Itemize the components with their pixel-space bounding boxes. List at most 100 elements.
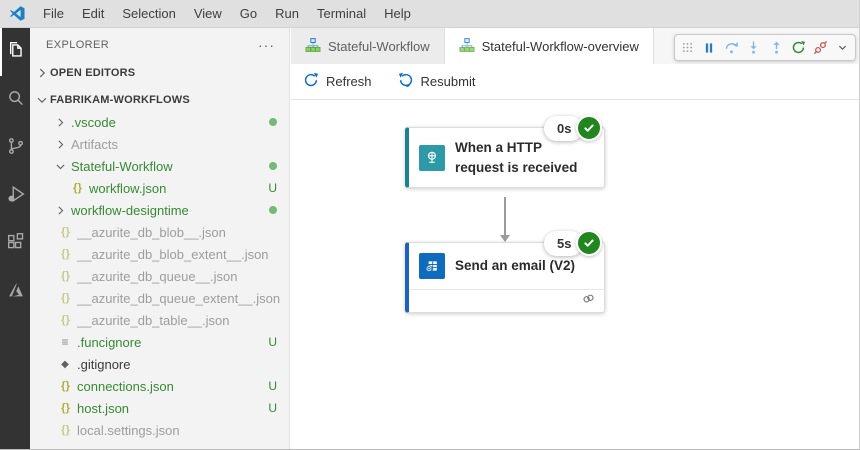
chevron-right-icon: [52, 116, 68, 129]
more-actions-icon[interactable]: ···: [258, 37, 275, 53]
menu-run[interactable]: Run: [275, 5, 299, 21]
json-file-icon: { }: [61, 292, 70, 304]
section-root-folder[interactable]: FABRIKAM-WORKFLOWS: [30, 89, 289, 111]
tree-item-label: workflow-designtime: [71, 202, 189, 218]
tree-item-label: Artifacts: [71, 136, 118, 152]
tree-item-funcignore[interactable]: ≡ .funcignore U: [30, 331, 289, 353]
resubmit-label: Resubmit: [420, 74, 476, 89]
menu-go[interactable]: Go: [239, 5, 258, 21]
node-footer: [409, 289, 604, 312]
explorer-sidebar: EXPLORER ··· OPEN EDITORS FABRIKAM-WORKF…: [30, 28, 290, 449]
tree-item-azurite-queue[interactable]: { } __azurite_db_queue__.json: [30, 265, 289, 287]
tree-item-azurite-queue-extent[interactable]: { } __azurite_db_queue_extent__.json: [30, 287, 289, 309]
git-file-icon: ◆: [61, 358, 69, 370]
node-title: Send an email (V2): [455, 258, 576, 274]
menu-terminal[interactable]: Terminal: [317, 5, 367, 21]
tree-item-label: Stateful-Workflow: [71, 158, 173, 174]
json-file-icon: { }: [73, 182, 82, 194]
connections-link-icon[interactable]: [581, 291, 596, 311]
vscode-logo-icon: [9, 5, 26, 22]
resubmit-button[interactable]: Resubmit: [398, 72, 476, 91]
json-file-icon: { }: [61, 226, 70, 238]
extensions-icon: [5, 231, 27, 258]
tree-item-workflow-designtime[interactable]: workflow-designtime: [30, 199, 289, 221]
tree-item-local-settings-json[interactable]: { } local.settings.json: [30, 419, 289, 441]
tree-item-azurite-table[interactable]: { } __azurite_db_table__.json: [30, 309, 289, 331]
disconnect-icon[interactable]: [811, 36, 831, 60]
title-bar: File Edit Selection View Go Run Terminal…: [0, 0, 859, 28]
tab-stateful-workflow[interactable]: Stateful-Workflow: [291, 28, 445, 64]
tree-item-label: __azurite_db_queue_extent__.json: [77, 290, 281, 306]
http-request-icon: [419, 144, 445, 171]
tree-item-label: __azurite_db_blob__.json: [77, 224, 226, 240]
tree-item-label: connections.json: [77, 378, 174, 394]
tree-item-label: host.json: [77, 400, 130, 416]
files-icon: [5, 39, 27, 66]
tree-item-stateful-workflow[interactable]: Stateful-Workflow: [30, 155, 289, 177]
tree-item-label: workflow.json: [89, 180, 167, 196]
tree-item-connections-json[interactable]: { } connections.json U: [30, 375, 289, 397]
activity-search[interactable]: [0, 76, 30, 124]
section-open-editors[interactable]: OPEN EDITORS: [30, 62, 289, 84]
tab-label: Stateful-Workflow-overview: [481, 38, 639, 54]
tree-item-label: __azurite_db_queue__.json: [77, 268, 238, 284]
step-into-icon[interactable]: [744, 36, 764, 60]
duration-pill: 5s: [544, 230, 584, 256]
untracked-badge: U: [268, 181, 277, 195]
workflow-canvas: When a HTTP request is received 0s Send …: [291, 100, 859, 449]
json-file-icon: { }: [61, 248, 70, 260]
json-file-icon: { }: [61, 402, 70, 414]
debug-icon: [5, 183, 27, 210]
refresh-label: Refresh: [326, 74, 372, 89]
tree-item-label: .funcignore: [77, 334, 142, 350]
resubmit-icon: [398, 72, 414, 91]
sidebar-header: EXPLORER ···: [30, 28, 289, 62]
tree-item-workflow-json[interactable]: { } workflow.json U: [30, 177, 289, 199]
tree-item-host-json[interactable]: { } host.json U: [30, 397, 289, 419]
activity-explorer[interactable]: [0, 28, 30, 76]
run-status-badge: 0s: [544, 115, 603, 141]
json-file-icon: { }: [61, 314, 70, 326]
menu-view[interactable]: View: [193, 5, 222, 21]
json-file-icon: { }: [61, 270, 70, 282]
run-status-badge: 5s: [544, 230, 603, 256]
activity-source-control[interactable]: [0, 124, 30, 172]
refresh-button[interactable]: Refresh: [303, 72, 372, 91]
tree-item-vscode[interactable]: .vscode: [30, 111, 289, 133]
connector-arrow: [500, 197, 510, 242]
menu-selection[interactable]: Selection: [122, 5, 176, 21]
step-out-icon[interactable]: [766, 36, 786, 60]
chevron-down-icon[interactable]: [833, 36, 853, 60]
modified-dot-badge: [269, 118, 277, 126]
activity-run-debug[interactable]: [0, 172, 30, 220]
activity-bar: [0, 28, 30, 449]
chevron-right-icon: [34, 66, 50, 80]
gripper-icon[interactable]: [677, 36, 697, 60]
tree-item-azurite-blob-extent[interactable]: { } __azurite_db_blob_extent__.json: [30, 243, 289, 265]
tree-item-artifacts[interactable]: Artifacts: [30, 133, 289, 155]
tab-stateful-workflow-overview[interactable]: Stateful-Workflow-overview: [444, 28, 654, 64]
menu-help[interactable]: Help: [384, 5, 411, 21]
step-over-icon[interactable]: [722, 36, 742, 60]
modified-dot-badge: [269, 162, 277, 170]
text-file-icon: ≡: [61, 335, 69, 349]
tree-item-gitignore[interactable]: ◆ .gitignore: [30, 353, 289, 375]
workflow-icon: [305, 37, 321, 56]
menu-file[interactable]: File: [43, 5, 64, 21]
untracked-badge: U: [268, 379, 277, 393]
activity-extensions[interactable]: [0, 220, 30, 268]
chevron-right-icon: [52, 204, 68, 217]
modified-dot-badge: [269, 206, 277, 214]
pause-icon[interactable]: [699, 36, 719, 60]
restart-icon[interactable]: [788, 36, 808, 60]
menu-edit[interactable]: Edit: [81, 5, 105, 21]
sidebar-title: EXPLORER: [46, 39, 110, 51]
tab-label: Stateful-Workflow: [328, 38, 430, 54]
activity-azure[interactable]: [0, 268, 30, 316]
tree-item-azurite-blob[interactable]: { } __azurite_db_blob__.json: [30, 221, 289, 243]
chevron-right-icon: [52, 138, 68, 151]
node-title: When a HTTP request is received: [455, 140, 578, 175]
outlook-email-icon: [419, 253, 445, 279]
run-toolbar: Refresh Resubmit: [291, 64, 859, 100]
